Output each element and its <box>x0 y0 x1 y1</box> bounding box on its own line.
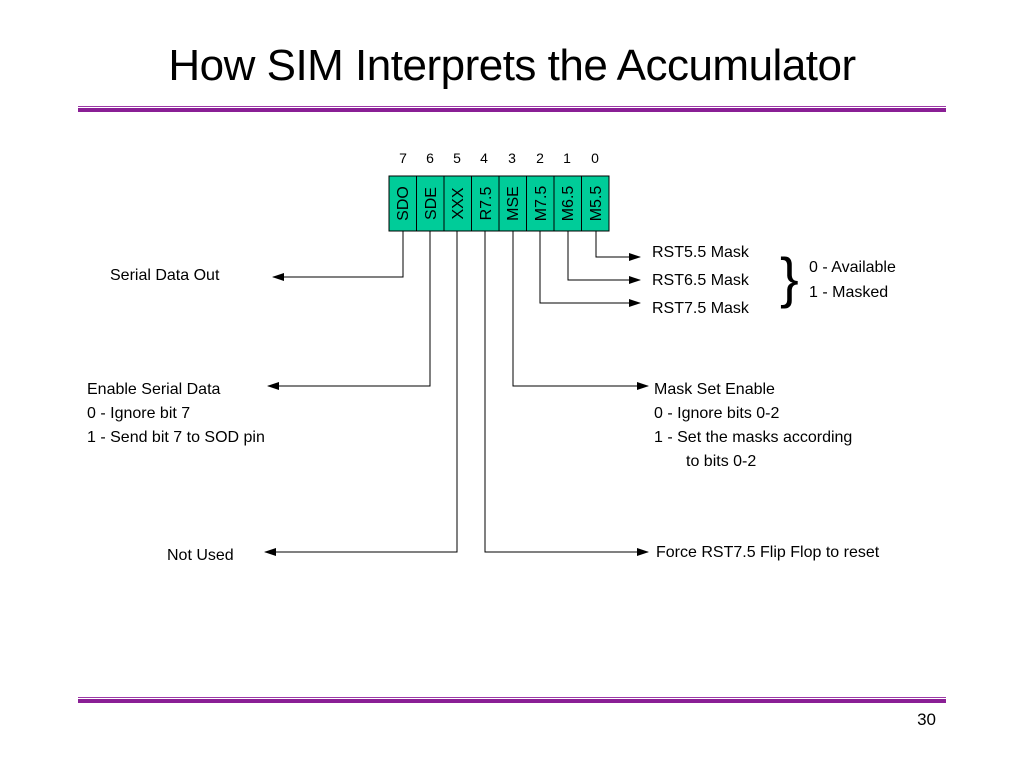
bit-number-1: 1 <box>563 150 571 166</box>
top-divider <box>78 106 946 113</box>
connector-m65 <box>567 231 641 284</box>
cell-m55 <box>581 175 610 232</box>
cell-sde <box>416 175 445 232</box>
connector-r75 <box>484 231 649 556</box>
label-force-rst75: Force RST7.5 Flip Flop to reset <box>656 544 880 561</box>
bottom-divider <box>78 697 946 704</box>
mask-set-enable-title: Mask Set Enable <box>654 381 775 398</box>
bit-number-7: 7 <box>399 150 407 166</box>
rst-mask-labels: RST5.5 Mask RST6.5 Mask RST7.5 Mask <box>652 244 750 317</box>
register-cell-labels: SDO SDE XXX R7.5 MSE M7.5 M6.5 M5.5 <box>395 186 605 222</box>
curly-brace: } <box>780 246 799 309</box>
label-not-used: Not Used <box>167 547 234 564</box>
mask-set-enable-line-0: 0 - Ignore bits 0-2 <box>654 405 780 422</box>
connector-sde <box>267 231 431 390</box>
cell-label-r75: R7.5 <box>478 187 495 221</box>
label-available: 0 - Available <box>809 259 896 276</box>
connector-mse <box>512 231 649 390</box>
bit-number-3: 3 <box>508 150 516 166</box>
bit-number-4: 4 <box>480 150 488 166</box>
label-mask-set-enable: Mask Set Enable 0 - Ignore bits 0-2 1 - … <box>654 381 852 470</box>
bit-number-2: 2 <box>536 150 544 166</box>
cell-label-sdo: SDO <box>395 186 412 221</box>
label-serial-data-out: Serial Data Out <box>110 267 220 284</box>
cell-label-xxx: XXX <box>450 187 467 219</box>
page-number: 30 <box>917 710 936 729</box>
connector-m75 <box>539 231 641 307</box>
page-title: How SIM Interprets the Accumulator <box>168 41 856 90</box>
cell-m65 <box>553 175 582 232</box>
enable-serial-data-line-0: 0 - Ignore bit 7 <box>87 405 190 422</box>
label-rst55-mask: RST5.5 Mask <box>652 244 750 261</box>
label-rst75-mask: RST7.5 Mask <box>652 300 750 317</box>
enable-serial-data-title: Enable Serial Data <box>87 381 221 398</box>
label-rst65-mask: RST6.5 Mask <box>652 272 750 289</box>
cell-sdo <box>388 175 417 232</box>
bit-number-0: 0 <box>591 150 599 166</box>
cell-label-m75: M7.5 <box>533 186 550 222</box>
bit-number-5: 5 <box>453 150 461 166</box>
mask-set-enable-line-1: 1 - Set the masks according <box>654 429 852 446</box>
label-enable-serial-data: Enable Serial Data 0 - Ignore bit 7 1 - … <box>87 381 265 446</box>
enable-serial-data-line-1: 1 - Send bit 7 to SOD pin <box>87 429 265 446</box>
connector-sdo <box>272 231 404 281</box>
bit-numbers: 7 6 5 4 3 2 1 0 <box>399 150 599 166</box>
mask-set-enable-line-2: to bits 0-2 <box>686 453 756 470</box>
connector-xxx <box>264 231 458 556</box>
cell-xxx <box>443 175 472 232</box>
cell-label-m55: M5.5 <box>588 186 605 222</box>
connector-m55 <box>595 231 641 261</box>
cell-label-m65: M6.5 <box>560 186 577 222</box>
mask-value-labels: 0 - Available 1 - Masked <box>809 259 896 301</box>
cell-label-sde: SDE <box>423 187 440 220</box>
register-cells <box>388 175 610 232</box>
bit-number-6: 6 <box>426 150 434 166</box>
label-masked: 1 - Masked <box>809 284 888 301</box>
cell-label-mse: MSE <box>505 186 522 221</box>
